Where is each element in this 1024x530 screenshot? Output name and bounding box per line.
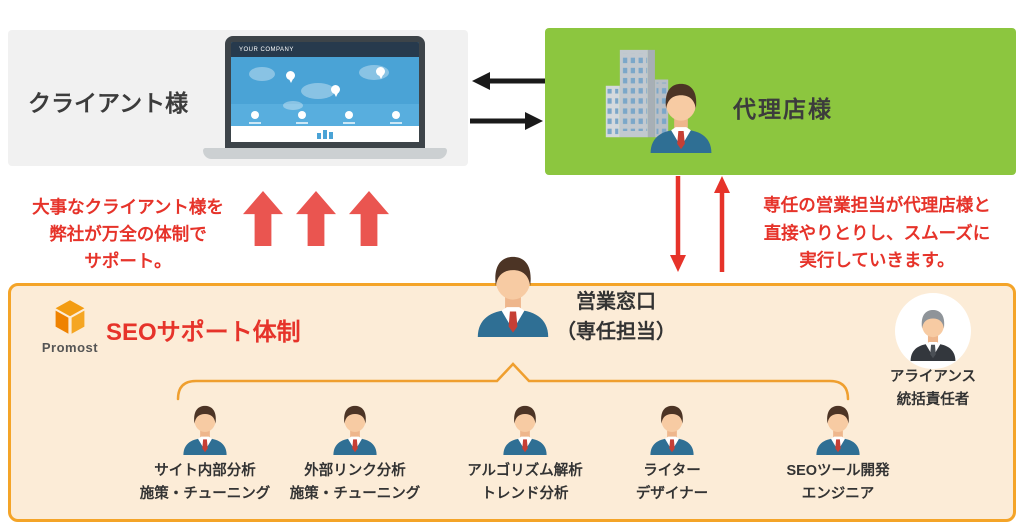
client-label: クライアント様 — [28, 90, 189, 116]
member-avatar — [328, 401, 382, 455]
alliance-circle — [895, 293, 971, 369]
member-label: ライター デザイナー — [582, 460, 762, 506]
member-role: 施策・チューニング — [139, 486, 271, 502]
chart-bar — [317, 133, 321, 139]
member-role: アルゴリズム解析 — [467, 463, 583, 479]
up-arrow-icon — [243, 191, 283, 246]
note-line: 弊社が万全の体制で — [49, 224, 207, 244]
arrow-left-icon — [472, 72, 545, 90]
note-line: 専任の営業担当が代理店様と — [763, 195, 991, 215]
laptop-illustration: YOUR COMPANY — [203, 36, 447, 159]
member-label: アルゴリズム解析 トレンド分析 — [435, 460, 615, 506]
member-role: エンジニア — [801, 486, 875, 502]
promost-logo-text: Promost — [41, 340, 99, 355]
support-title: SEOサポート体制 — [106, 319, 301, 346]
website-header: YOUR COMPANY — [231, 42, 419, 57]
note-line: 直接やりとりし、スムーズに — [763, 222, 991, 243]
laptop-base — [203, 148, 447, 159]
website-footer — [231, 126, 419, 142]
member-role: サイト内部分析 — [154, 463, 256, 479]
map-blob — [249, 67, 275, 81]
feature-icon — [389, 111, 402, 124]
arrow-right-icon — [470, 112, 543, 130]
website-brand: YOUR COMPANY — [239, 46, 294, 53]
map-pin-icon — [286, 71, 295, 83]
up-arrow-icon — [349, 191, 389, 246]
member-role: デザイナー — [635, 486, 709, 502]
chart-bar — [323, 130, 327, 139]
sales-line: 営業窓口 — [576, 291, 656, 313]
note-line: サポート。 — [84, 251, 172, 271]
agency-person-avatar — [643, 77, 719, 153]
chart-bar — [329, 132, 333, 139]
feature-icon — [248, 111, 261, 124]
arrow-up-icon — [714, 176, 730, 272]
website-map — [231, 57, 419, 110]
sales-contact-label: 営業窓口 （専任担当） — [536, 287, 696, 347]
map-pin-icon — [376, 67, 385, 79]
feature-icon — [342, 111, 355, 124]
sales-line: （専任担当） — [556, 321, 676, 343]
alliance-line: アライアンス — [889, 369, 977, 385]
note-line: 実行していきます。 — [799, 250, 955, 270]
member-avatar — [178, 401, 232, 455]
alliance-label: アライアンス 統括責任者 — [868, 366, 998, 412]
up-arrow-icon — [296, 191, 336, 246]
member-role: SEOツール開発 — [786, 463, 890, 479]
map-blob — [283, 101, 303, 110]
member-avatar — [498, 401, 552, 455]
member-label: 外部リンク分析 施策・チューニング — [265, 460, 445, 506]
agency-label: 代理店様 — [733, 96, 833, 122]
member-role: 外部リンク分析 — [304, 463, 406, 479]
member-avatar — [645, 401, 699, 455]
note-line: 大事なクライアント様を — [32, 197, 224, 217]
client-support-note: 大事なクライアント様を 弊社が万全の体制で サポート。 — [8, 194, 248, 275]
member-role: 施策・チューニング — [289, 486, 421, 502]
member-role: トレンド分析 — [481, 486, 569, 502]
arrow-down-icon — [670, 176, 686, 272]
map-pin-icon — [331, 85, 340, 97]
member-role: ライター — [643, 463, 701, 479]
member-avatar — [811, 401, 865, 455]
member-label: サイト内部分析 施策・チューニング — [115, 460, 295, 506]
website-feature-row — [231, 104, 419, 126]
website-mockup: YOUR COMPANY — [225, 36, 425, 148]
agency-communication-note: 専任の営業担当が代理店様と 直接やりとりし、スムーズに 実行していきます。 — [736, 192, 1018, 275]
member-label: SEOツール開発 エンジニア — [748, 460, 928, 506]
feature-icon — [295, 111, 308, 124]
support-up-arrows — [243, 191, 389, 246]
promost-logo-icon — [50, 297, 90, 337]
alliance-avatar — [905, 305, 961, 361]
alliance-line: 統括責任者 — [896, 392, 970, 408]
map-blob — [301, 83, 335, 99]
